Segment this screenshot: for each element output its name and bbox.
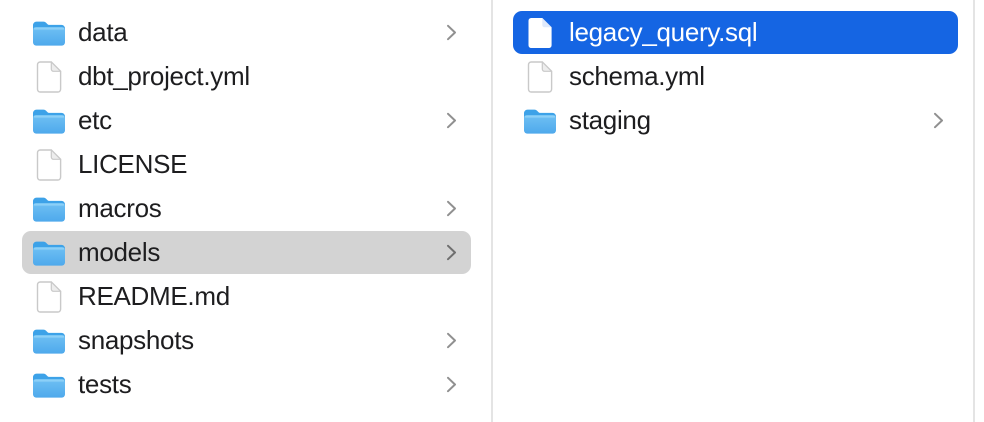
chevron-right-icon — [446, 24, 457, 41]
folder-icon — [32, 16, 66, 50]
folder-icon — [32, 236, 66, 270]
file-name-label: LICENSE — [78, 148, 188, 179]
file-row-readme-md[interactable]: README.md — [22, 275, 471, 318]
file-name-label: macros — [78, 192, 162, 223]
chevron-right-icon — [933, 112, 944, 129]
document-icon — [523, 60, 557, 94]
file-name-label: staging — [569, 104, 651, 135]
folder-icon — [32, 192, 66, 226]
document-icon — [32, 60, 66, 94]
file-name-label: tests — [78, 368, 132, 399]
file-name-label: legacy_query.sql — [569, 16, 758, 47]
folder-icon — [32, 104, 66, 138]
file-row-models[interactable]: models — [22, 231, 471, 274]
folder-icon — [32, 368, 66, 402]
finder-column-left: data dbt_project.yml etc LICENSE — [0, 0, 491, 422]
folder-icon — [523, 104, 557, 138]
chevron-right-icon — [446, 376, 457, 393]
file-row-schema-yml[interactable]: schema.yml — [513, 55, 958, 98]
document-icon — [32, 280, 66, 314]
finder-column-right: legacy_query.sql schema.yml staging — [493, 0, 973, 422]
file-row-staging[interactable]: staging — [513, 99, 958, 142]
file-name-label: models — [78, 236, 161, 267]
file-row-data[interactable]: data — [22, 11, 471, 54]
file-row-etc[interactable]: etc — [22, 99, 471, 142]
finder-column-next-empty — [975, 0, 984, 422]
file-name-label: snapshots — [78, 324, 194, 355]
file-row-snapshots[interactable]: snapshots — [22, 319, 471, 362]
document-icon — [32, 148, 66, 182]
file-name-label: dbt_project.yml — [78, 60, 250, 91]
column-divider[interactable] — [491, 0, 493, 422]
file-name-label: data — [78, 16, 128, 47]
file-name-label: schema.yml — [569, 60, 705, 91]
file-name-label: etc — [78, 104, 112, 135]
chevron-right-icon — [446, 112, 457, 129]
chevron-right-icon — [446, 244, 457, 261]
document-icon — [523, 16, 557, 50]
file-row-macros[interactable]: macros — [22, 187, 471, 230]
file-row-tests[interactable]: tests — [22, 363, 471, 406]
file-name-label: README.md — [78, 280, 230, 311]
file-row-license[interactable]: LICENSE — [22, 143, 471, 186]
folder-icon — [32, 324, 66, 358]
file-row-legacy-query-sql[interactable]: legacy_query.sql — [513, 11, 958, 54]
chevron-right-icon — [446, 200, 457, 217]
chevron-right-icon — [446, 332, 457, 349]
file-row-dbt-project-yml[interactable]: dbt_project.yml — [22, 55, 471, 98]
column-divider[interactable] — [973, 0, 975, 422]
